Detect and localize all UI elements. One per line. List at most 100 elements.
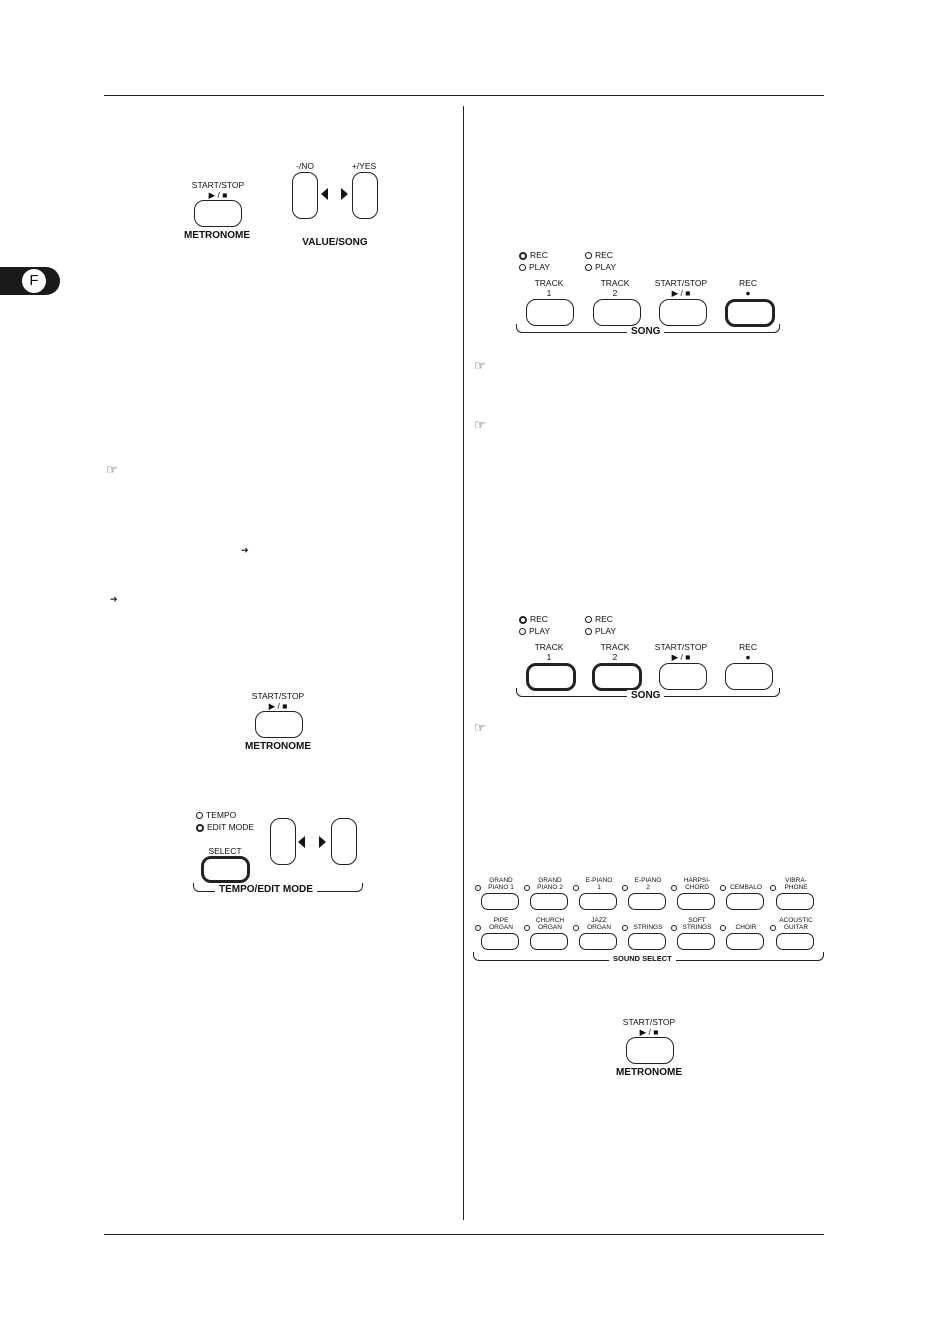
track2-play-led-row: PLAY — [585, 625, 616, 637]
minus-no-button[interactable] — [292, 172, 318, 219]
tempo-minus-button[interactable] — [270, 818, 296, 865]
tempo-plus-button[interactable] — [331, 818, 357, 865]
tempo-led — [196, 812, 203, 820]
track1-button[interactable] — [526, 299, 574, 326]
track2-play-led — [585, 628, 592, 636]
track1-button[interactable] — [526, 663, 576, 691]
track1-number: 1 — [546, 652, 552, 662]
sound-label-line1: JAZZ — [591, 917, 607, 924]
track1-label: TRACK — [534, 642, 564, 652]
start-stop-label: START/STOP — [251, 691, 305, 701]
track1-play-led — [519, 628, 526, 636]
rec-led-label: REC — [595, 250, 613, 260]
rec-button[interactable] — [725, 663, 773, 690]
sound-label-line1: ACOUSTIC — [779, 917, 813, 924]
song-start-stop-button[interactable] — [659, 299, 707, 326]
rec-label: REC — [739, 642, 757, 652]
right-arrow-icon — [341, 188, 348, 200]
track2-button[interactable] — [592, 663, 642, 691]
language-tab: F — [0, 267, 60, 295]
track2-number: 2 — [612, 288, 618, 298]
sound-select-button[interactable] — [776, 933, 814, 950]
rec-label: REC — [739, 278, 757, 288]
sound-select-button[interactable] — [530, 933, 568, 950]
sound-label-line2: 1 — [597, 884, 601, 891]
sound-label-line2: ORGAN — [538, 924, 562, 931]
sound-led — [475, 885, 481, 891]
track1-play-led — [519, 264, 526, 272]
sound-label-line1: PIPE — [493, 917, 509, 924]
rec-dot: ● — [745, 288, 751, 298]
rec-button[interactable] — [725, 299, 775, 327]
sound-label-line2: CEMBALO — [730, 884, 762, 891]
play-stop-glyph: ▶ / ■ — [208, 190, 228, 200]
metronome-label: METRONOME — [183, 230, 251, 241]
track2-play-led — [585, 264, 592, 272]
play-led-label: PLAY — [529, 626, 551, 636]
sound-select-button[interactable] — [481, 893, 519, 910]
metronome-start-stop-button[interactable] — [194, 200, 242, 227]
sound-label-line2: 2 — [646, 884, 650, 891]
metronome-start-stop-button[interactable] — [626, 1037, 674, 1064]
language-tab-letter: F — [22, 269, 46, 293]
play-stop-glyph: ▶ / ■ — [268, 701, 288, 711]
rec-led-label: REC — [530, 250, 548, 260]
tempo-led-row: TEMPO — [196, 809, 236, 821]
song-label: SONG — [627, 690, 665, 701]
sound-label-line1: HARPSI- — [683, 877, 711, 884]
edit-mode-led — [196, 823, 204, 832]
track2-rec-led — [585, 616, 592, 624]
right-arrow-icon — [319, 836, 326, 848]
start-stop-label: START/STOP — [622, 1017, 676, 1027]
sound-led — [573, 925, 579, 931]
sound-label-line2: CHOIR — [735, 924, 757, 931]
track2-rec-led — [585, 252, 592, 260]
edit-mode-label: EDIT MODE — [207, 822, 255, 832]
sound-select-button[interactable] — [481, 933, 519, 950]
track1-rec-led — [519, 251, 527, 260]
song-start-stop-button[interactable] — [659, 663, 707, 690]
select-button[interactable] — [201, 856, 250, 883]
value-song-label: VALUE/SONG — [302, 237, 368, 248]
track2-button[interactable] — [593, 299, 641, 326]
note-hand-icon: ☞ — [474, 720, 486, 735]
sound-label-line1: E-PIANO — [585, 877, 613, 884]
sound-select-button[interactable] — [677, 933, 715, 950]
sound-select-button[interactable] — [579, 893, 617, 910]
track1-label: TRACK — [534, 278, 564, 288]
rec-dot: ● — [745, 652, 751, 662]
metronome-start-stop-button[interactable] — [255, 711, 303, 738]
sound-led — [524, 885, 530, 891]
column-divider — [463, 106, 464, 1220]
sound-label-line1: CHURCH — [535, 917, 565, 924]
sound-led — [720, 885, 726, 891]
sound-select-button[interactable] — [579, 933, 617, 950]
sound-select-button[interactable] — [776, 893, 814, 910]
sound-label-line2: STRINGS — [682, 924, 712, 931]
play-stop-glyph: ▶ / ■ — [639, 1027, 659, 1037]
sound-select-button[interactable] — [726, 933, 764, 950]
start-stop-label: START/STOP — [191, 180, 245, 190]
metronome-label: METRONOME — [615, 1067, 683, 1078]
metronome-label: METRONOME — [244, 741, 312, 752]
sound-label-line2: ORGAN — [587, 924, 611, 931]
sound-led — [622, 925, 628, 931]
sound-label-line2: ORGAN — [489, 924, 513, 931]
sound-select-button[interactable] — [530, 893, 568, 910]
sound-label-line2: GUITAR — [783, 924, 809, 931]
track2-rec-led-row: REC — [585, 613, 613, 625]
sound-select-button[interactable] — [628, 893, 666, 910]
play-stop-glyph: ▶ / ■ — [671, 288, 691, 298]
sound-select-button[interactable] — [628, 933, 666, 950]
sound-led — [671, 885, 677, 891]
plus-yes-button[interactable] — [352, 172, 378, 219]
track1-number: 1 — [546, 288, 552, 298]
sound-select-button[interactable] — [677, 893, 715, 910]
song-start-stop-label: START/STOP — [654, 278, 708, 288]
sound-label-line1: GRAND — [538, 877, 562, 884]
sound-select-button[interactable] — [726, 893, 764, 910]
left-arrow-icon — [298, 836, 305, 848]
track2-label: TRACK — [600, 278, 630, 288]
sound-label-line2: CHORD — [685, 884, 709, 891]
play-led-label: PLAY — [529, 262, 551, 272]
